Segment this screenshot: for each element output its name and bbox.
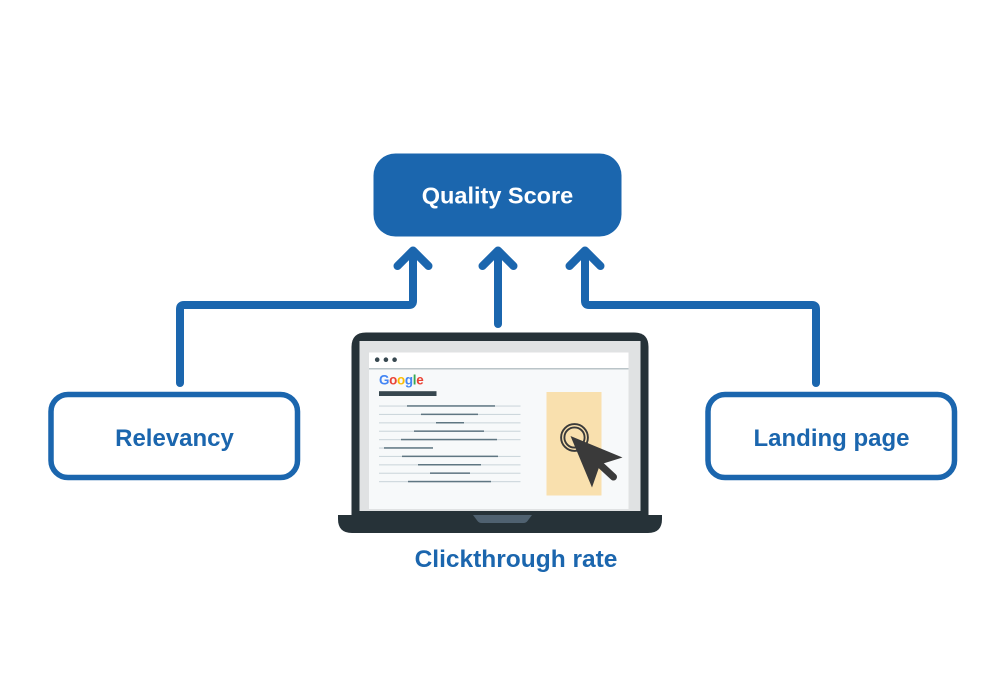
svg-text:Clickthrough rate: Clickthrough rate <box>415 546 618 573</box>
svg-text:Google: Google <box>379 373 423 388</box>
svg-text:Quality Score: Quality Score <box>422 183 574 209</box>
svg-text:Relevancy: Relevancy <box>115 425 234 452</box>
svg-text:Landing page: Landing page <box>754 425 910 452</box>
